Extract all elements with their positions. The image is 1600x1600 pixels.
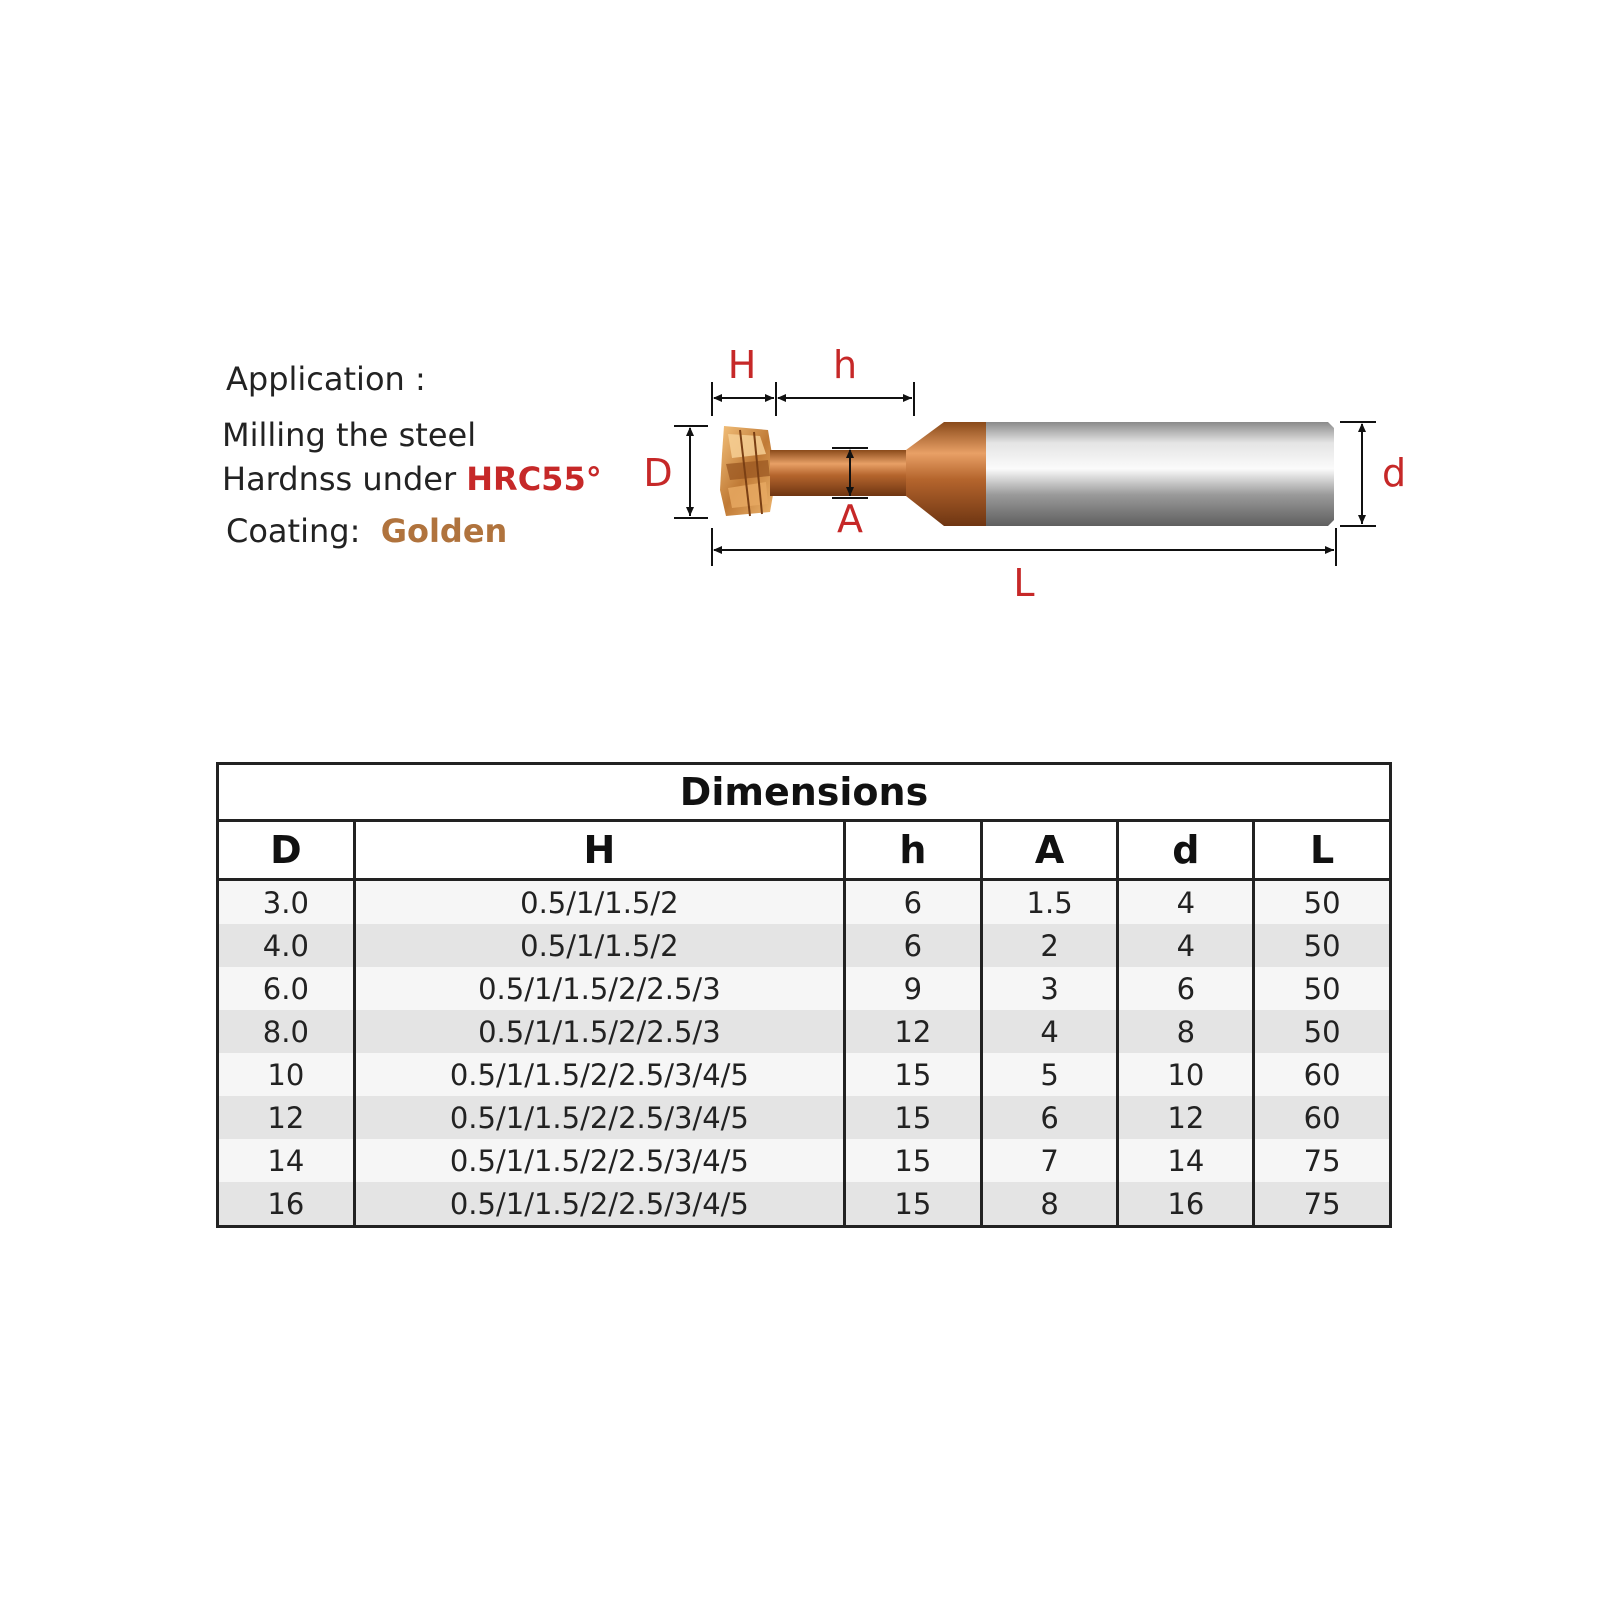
table-cell: 8.0 (217, 1010, 356, 1053)
table-cell: 0.5/1/1.5/2 (354, 924, 847, 967)
t-slot-cutter-drawing: H h D A d L (643, 343, 1406, 605)
column-header: D (217, 820, 356, 881)
table-cell: 75 (1253, 1182, 1391, 1227)
table-cell: 0.5/1/1.5/2/2.5/3/4/5 (354, 1053, 847, 1096)
table-cell: 50 (1253, 879, 1391, 924)
table-row: 16 0.5/1/1.5/2/2.5/3/4/5 15 8 16 75 (217, 1182, 1391, 1227)
table-cell: 3.0 (217, 879, 356, 924)
table-cell: 50 (1253, 967, 1391, 1010)
table-row: 4.0 0.5/1/1.5/2 6 2 4 50 (217, 924, 1391, 967)
table-cell: 3 (981, 967, 1120, 1010)
table-cell: 0.5/1/1.5/2/2.5/3/4/5 (354, 1096, 847, 1139)
tool-neck (770, 450, 908, 496)
cutter-head (720, 426, 776, 517)
dimensions-table: Dimensions D H h A d L 3.0 0.5/1/1.5/2 6… (216, 762, 1392, 1228)
table-cell: 4.0 (217, 924, 356, 967)
tool-shank (986, 422, 1334, 526)
table-cell: 6 (981, 1096, 1120, 1139)
column-header: L (1253, 820, 1391, 881)
table-cell: 1.5 (981, 879, 1120, 924)
table-cell: 12 (844, 1010, 983, 1053)
table-cell: 2 (981, 924, 1120, 967)
table-cell: 0.5/1/1.5/2/2.5/3/4/5 (354, 1139, 847, 1182)
table-cell: 15 (844, 1096, 983, 1139)
table-cell: 4 (1117, 879, 1256, 924)
application-label: Application : (226, 360, 426, 398)
table-cell: 10 (217, 1053, 356, 1096)
table-title: Dimensions (217, 763, 1391, 822)
table-cell: 12 (1117, 1096, 1256, 1139)
table-cell: 75 (1253, 1139, 1391, 1182)
table-row: 6.0 0.5/1/1.5/2/2.5/3 9 3 6 50 (217, 967, 1391, 1010)
table-header-row: D H h A d L (217, 820, 1391, 881)
table-cell: 0.5/1/1.5/2/2.5/3 (354, 967, 847, 1010)
table-cell: 0.5/1/1.5/2/2.5/3 (354, 1010, 847, 1053)
dim-label-h: h (833, 343, 857, 387)
application-line: Milling the steel (222, 416, 477, 454)
table-cell: 10 (1117, 1053, 1256, 1096)
table-cell: 6.0 (217, 967, 356, 1010)
dim-label-H: H (728, 343, 757, 387)
coating-label: Coating: (226, 512, 361, 550)
table-cell: 15 (844, 1182, 983, 1227)
dim-label-D: D (643, 451, 672, 495)
column-header: h (844, 820, 983, 881)
hardness-line: Hardnss under HRC55° (222, 460, 602, 498)
table-row: 12 0.5/1/1.5/2/2.5/3/4/5 15 6 12 60 (217, 1096, 1391, 1139)
hardness-value: HRC55° (466, 460, 602, 498)
table-cell: 15 (844, 1139, 983, 1182)
table-cell: 6 (844, 924, 983, 967)
coating-line: Coating: Golden (226, 512, 507, 550)
dim-label-d: d (1382, 451, 1406, 495)
table-cell: 16 (1117, 1182, 1256, 1227)
table-cell: 4 (1117, 924, 1256, 967)
table-cell: 6 (1117, 967, 1256, 1010)
table-cell: 4 (981, 1010, 1120, 1053)
table-cell: 7 (981, 1139, 1120, 1182)
table-cell: 60 (1253, 1096, 1391, 1139)
table-cell: 50 (1253, 924, 1391, 967)
coating-value: Golden (380, 512, 508, 550)
table-cell: 15 (844, 1053, 983, 1096)
table-cell: 0.5/1/1.5/2/2.5/3/4/5 (354, 1182, 847, 1227)
table-cell: 12 (217, 1096, 356, 1139)
table-cell: 60 (1253, 1053, 1391, 1096)
table-cell: 0.5/1/1.5/2 (354, 879, 847, 924)
table-cell: 50 (1253, 1010, 1391, 1053)
table-cell: 6 (844, 879, 983, 924)
dim-label-A: A (837, 497, 863, 541)
table-cell: 8 (981, 1182, 1120, 1227)
column-header: d (1117, 820, 1256, 881)
table-row: 3.0 0.5/1/1.5/2 6 1.5 4 50 (217, 879, 1391, 924)
table-cell: 14 (217, 1139, 356, 1182)
table-row: 14 0.5/1/1.5/2/2.5/3/4/5 15 7 14 75 (217, 1139, 1391, 1182)
dim-label-L: L (1013, 561, 1034, 605)
table-cell: 9 (844, 967, 983, 1010)
tool-cone (906, 422, 988, 526)
table-cell: 5 (981, 1053, 1120, 1096)
tool-diagram: H h D A d L (620, 330, 1440, 620)
table-cell: 14 (1117, 1139, 1256, 1182)
table-row: 10 0.5/1/1.5/2/2.5/3/4/5 15 5 10 60 (217, 1053, 1391, 1096)
column-header: A (981, 820, 1120, 881)
table-cell: 16 (217, 1182, 356, 1227)
column-header: H (354, 820, 847, 881)
hardness-prefix: Hardnss under (222, 460, 467, 498)
table-row: 8.0 0.5/1/1.5/2/2.5/3 12 4 8 50 (217, 1010, 1391, 1053)
table-cell: 8 (1117, 1010, 1256, 1053)
